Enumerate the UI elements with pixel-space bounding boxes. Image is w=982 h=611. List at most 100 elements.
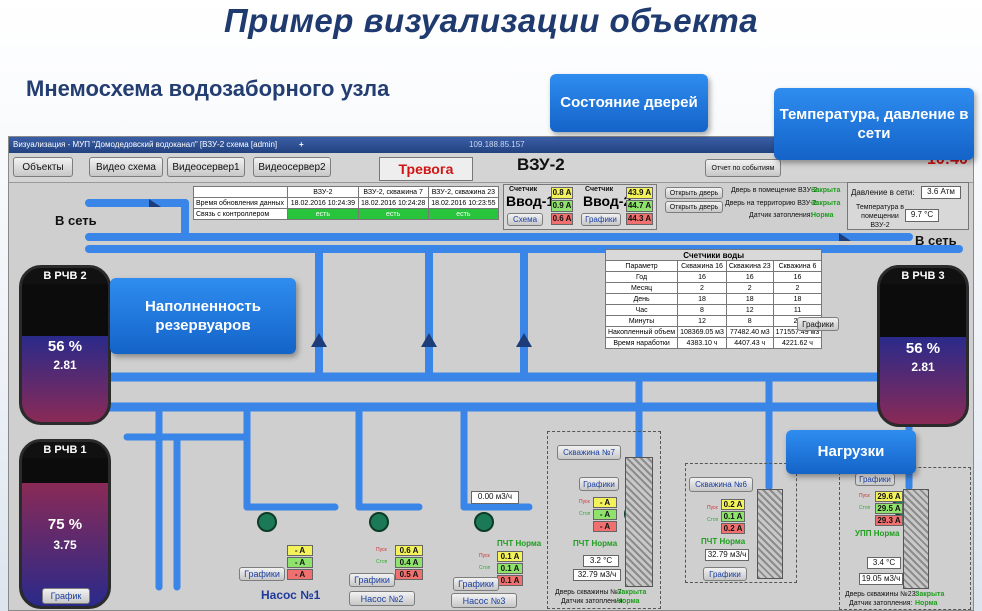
flood-sensor-state: Норма xyxy=(811,212,834,219)
tank-rchv1: В РЧВ 1 75 % 3.75 График xyxy=(19,439,111,609)
well7-start[interactable]: Пуск xyxy=(579,499,590,505)
well7-value: - A xyxy=(593,497,617,508)
wm-cell: Месяц xyxy=(604,282,679,294)
room-temp-label: Температура в помещении ВЗУ-2 xyxy=(855,204,905,229)
wm-cell: 8 xyxy=(677,304,727,316)
wm-cell: 12 xyxy=(677,315,727,327)
callout-loads: Нагрузки xyxy=(786,430,916,474)
callout-tank-fill: Наполненность резервуаров xyxy=(110,278,296,354)
window-titlebar: Визуализация - МУП "Домодедовский водока… xyxy=(9,137,973,153)
pressure-value: 3.6 Атм xyxy=(921,186,961,199)
plus-icon[interactable]: + xyxy=(299,140,304,149)
pump2-button[interactable]: Насос №2 xyxy=(349,591,415,606)
pump1-label: Насос №1 xyxy=(261,588,321,602)
wm-cell: День xyxy=(604,293,679,305)
well23-door-label: Дверь скважины №23: xyxy=(845,591,918,598)
callout-temp-pressure: Температура, давление в сети xyxy=(774,88,974,160)
in1-value: 0.8 A xyxy=(551,187,573,199)
well23-graphs-button[interactable]: Графики xyxy=(855,473,895,486)
tank-fill xyxy=(880,336,966,424)
slide-title: Пример визуализации объекта xyxy=(223,2,759,39)
well23-temp: 3.4 °С xyxy=(867,557,901,569)
status-table: ВЗУ-2 ВЗУ-2, скважина 7 ВЗУ-2, скважина … xyxy=(192,186,500,220)
scheme-button[interactable]: Схема xyxy=(507,213,543,226)
well6-button[interactable]: Скважина №6 xyxy=(689,477,753,492)
water-meters-title: Счетчики воды xyxy=(604,249,823,261)
pump1-graphs-button[interactable]: Графики xyxy=(239,567,285,581)
wm-cell: Минуты xyxy=(604,315,679,327)
well7-value: - A xyxy=(593,521,617,532)
status-cell: есть xyxy=(427,208,500,220)
tank-graph-button[interactable]: График xyxy=(42,588,90,604)
pump3-value: 0.1 A xyxy=(497,563,523,574)
pump2-start[interactable]: Пуск xyxy=(376,547,387,553)
well6-start[interactable]: Пуск xyxy=(707,505,718,511)
well7-stop[interactable]: Стоп xyxy=(579,511,591,517)
video-server1-button[interactable]: Видеосервер1 xyxy=(167,157,245,177)
well6-frame xyxy=(685,463,797,583)
events-report-button[interactable]: Отчет по событиям xyxy=(705,159,781,177)
well6-stop[interactable]: Стоп xyxy=(707,517,719,523)
to-network-left: В сеть xyxy=(55,213,97,228)
well6-flow: 32.79 м3/ч xyxy=(705,549,749,561)
well23-flood-label: Датчик затопления: xyxy=(849,600,913,607)
pump3-button[interactable]: Насос №3 xyxy=(451,593,517,608)
well23-stop[interactable]: Стоп xyxy=(859,505,871,511)
pump3-stop[interactable]: Стоп xyxy=(479,565,491,571)
wm-cell: 2 xyxy=(772,282,823,294)
to-network-right: В сеть xyxy=(915,233,957,248)
water-meters-graphs-button[interactable]: Графики xyxy=(797,317,839,331)
wm-cell: 12 xyxy=(725,304,774,316)
pump2-graphs-button[interactable]: Графики xyxy=(349,573,395,587)
input-graphs-button[interactable]: Графики xyxy=(581,213,621,226)
pump3-flow: 0.00 м3/ч xyxy=(471,491,519,504)
wm-cell: 2 xyxy=(677,282,727,294)
alarm-indicator[interactable]: Тревога xyxy=(379,157,473,181)
pump2-stop[interactable]: Стоп xyxy=(376,559,388,565)
in1-value: 0.9 A xyxy=(551,200,573,212)
open-door-button[interactable]: Открыть дверь xyxy=(665,201,723,213)
pump2-value: 0.4 A xyxy=(395,557,423,568)
in2-value: 43.9 A xyxy=(626,187,653,199)
well23-value: 29.5 A xyxy=(875,503,903,514)
in1-value: 0.6 A xyxy=(551,213,573,225)
territory-door-state: Закрыта xyxy=(811,200,841,207)
scada-window: Визуализация - МУП "Домодедовский водока… xyxy=(8,136,974,611)
wm-cell: Накопленный объем xyxy=(604,326,679,338)
room-temp-value: 9.7 °С xyxy=(905,209,939,222)
input2-label: Ввод-2 xyxy=(583,193,632,209)
tank-percent: 56 % xyxy=(47,338,83,355)
tank-rchv2: В РЧВ 2 56 % 2.81 xyxy=(19,265,111,425)
flood-sensor-label: Датчик затопления: xyxy=(749,212,813,219)
pump2-value: 0.5 A xyxy=(395,569,423,580)
wm-cell: 16 xyxy=(677,271,727,283)
open-door-button[interactable]: Открыть дверь xyxy=(665,187,723,199)
well7-graphs-button[interactable]: Графики xyxy=(579,477,619,491)
station-name: ВЗУ-2 xyxy=(517,155,565,174)
well6-value: 0.2 A xyxy=(721,499,745,510)
video-scheme-button[interactable]: Видео схема xyxy=(89,157,163,177)
pump3-graphs-button[interactable]: Графики xyxy=(453,577,499,591)
wm-cell: 77482.40 м3 xyxy=(725,326,774,338)
territory-door-label: Дверь на территорию ВЗУ-2: xyxy=(725,200,819,207)
wm-cell: 18 xyxy=(772,293,823,305)
well6-graphs-button[interactable]: Графики xyxy=(703,567,747,581)
video-server2-button[interactable]: Видеосервер2 xyxy=(253,157,331,177)
wm-cell: Год xyxy=(604,271,679,283)
well23-start[interactable]: Пуск xyxy=(859,493,870,499)
well7-button[interactable]: Скважина №7 xyxy=(557,445,621,460)
tank-level: 2.81 xyxy=(53,358,77,372)
well6-shaft xyxy=(757,489,783,579)
wm-header: Скважина 16 xyxy=(677,260,727,272)
well6-value: 0.1 A xyxy=(721,511,745,522)
status-cell: есть xyxy=(357,208,429,220)
wm-cell: 11 xyxy=(772,304,823,316)
pump1-value: - A xyxy=(287,557,313,568)
room-door-state: Закрыта xyxy=(811,187,841,194)
objects-button[interactable]: Объекты xyxy=(13,157,73,177)
pressure-label: Давление в сети: xyxy=(851,188,915,197)
well23-door-state: Закрыта xyxy=(915,591,945,598)
well7-shaft xyxy=(625,457,653,587)
well7-frame xyxy=(547,431,661,609)
pump3-start[interactable]: Пуск xyxy=(479,553,490,559)
